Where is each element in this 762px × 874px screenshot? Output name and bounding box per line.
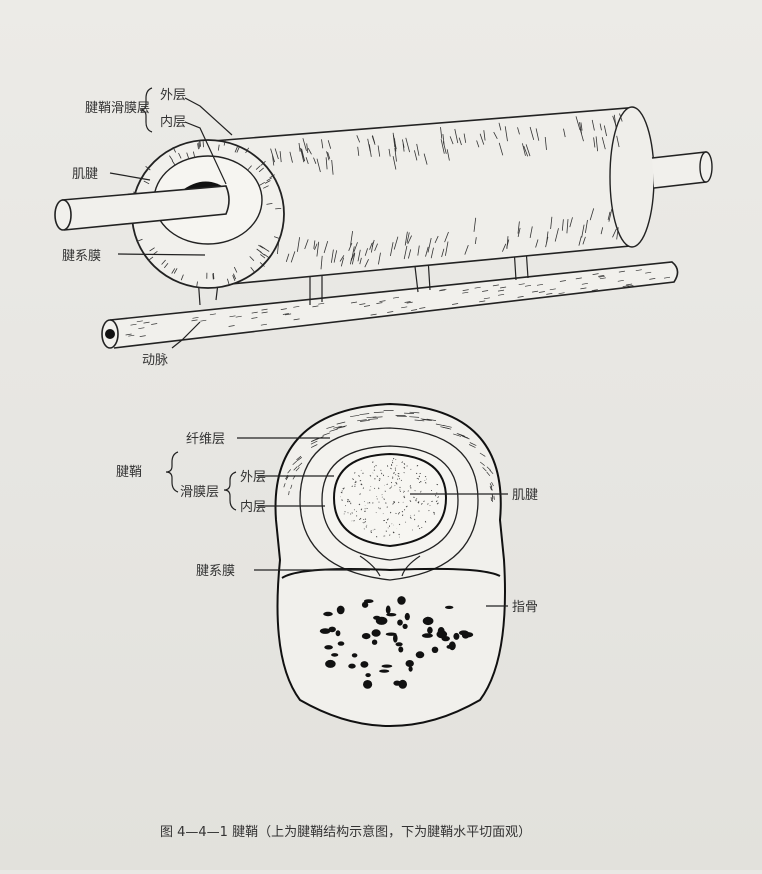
label-tendon-sheath: 腱鞘 — [116, 465, 142, 480]
label-fibrous-layer: 纤维层 — [186, 432, 225, 447]
label-inner-layer: 内层 — [160, 114, 186, 130]
label-tendon-bottom: 肌腱 — [512, 488, 538, 503]
sheath-cylinder — [199, 106, 655, 287]
tendon-right-end — [651, 151, 713, 189]
label-inner-layer-bottom: 内层 — [240, 499, 266, 515]
figure-caption: 图 4—4—1 腱鞘（上为腱鞘结构示意图，下为腱鞘水平切面观） — [160, 824, 531, 840]
label-outer-layer: 外层 — [160, 88, 186, 103]
artery — [101, 261, 679, 349]
tendon-sheath-cross-section: 纤维层 腱鞘 滑膜层 外层 内层 肌腱 腱系膜 指骨 — [116, 402, 538, 727]
label-outer-layer-bottom: 外层 — [240, 470, 266, 485]
label-mesotendon-bottom: 腱系膜 — [196, 564, 235, 579]
label-synovial-layer: 腱鞘滑膜层 — [85, 101, 150, 116]
tendon-left — [54, 185, 230, 231]
label-synovial-layer-bottom: 滑膜层 — [180, 485, 219, 500]
label-artery: 动脉 — [142, 353, 168, 368]
label-mesotendon: 腱系膜 — [62, 249, 101, 264]
label-phalanx: 指骨 — [512, 600, 538, 615]
tendon-sheath-3d-diagram: 腱鞘滑膜层 外层 内层 肌腱 腱系膜 动脉 — [54, 87, 713, 368]
label-tendon: 肌腱 — [72, 167, 98, 182]
